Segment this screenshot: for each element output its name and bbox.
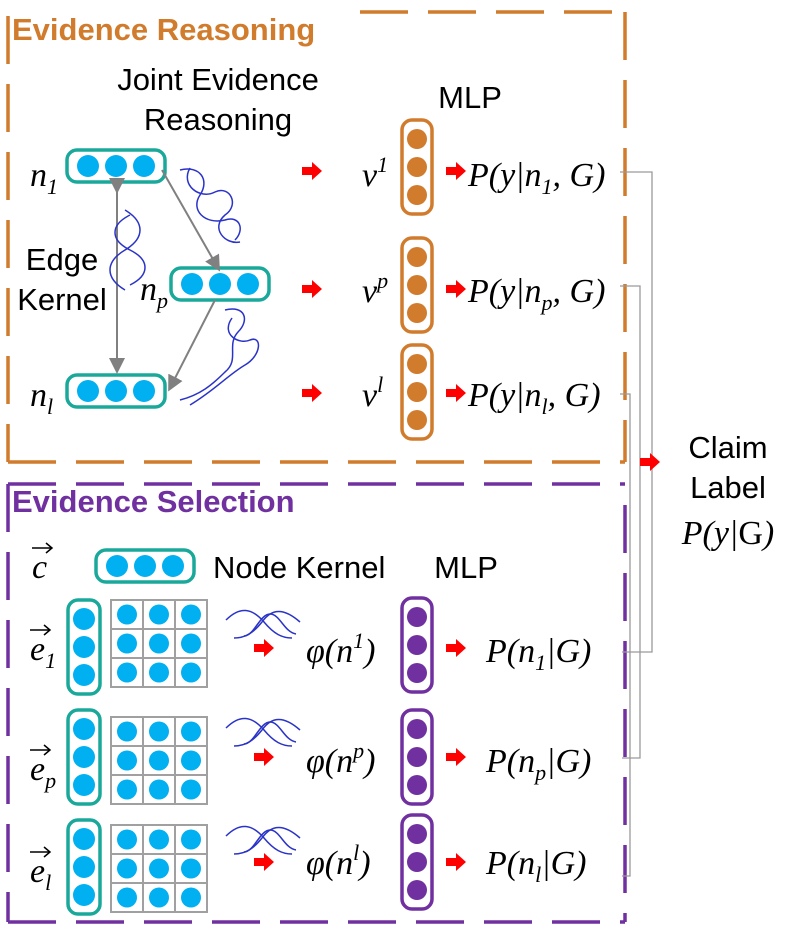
node-kernel-wave-p <box>225 717 301 747</box>
vl-label: vl <box>362 372 383 414</box>
claim-node <box>94 548 196 584</box>
arrow-to-v1 <box>302 162 322 180</box>
claim-label-line2: Label <box>690 470 766 505</box>
edge-kernel-wave-lower <box>179 308 260 406</box>
node-kernel-wave-1 <box>225 609 301 639</box>
np-label: np <box>140 271 168 313</box>
edge-np-nl <box>168 299 216 392</box>
el-label: el <box>30 853 51 895</box>
vp-label: vp <box>362 268 388 310</box>
p-y-nl-g: P(y|nl, G) <box>467 377 601 419</box>
evidence-node-ep <box>66 708 102 806</box>
p-y-g-final: P(y|G) <box>681 515 774 552</box>
edge-label: Edge <box>26 242 98 277</box>
arrow-to-pyl <box>446 384 466 402</box>
reasoning-label: Reasoning <box>144 102 292 137</box>
mlp-column-vl <box>400 343 434 441</box>
p-y-n1-g: P(y|n1, G) <box>467 157 605 199</box>
arrow-to-pnp <box>446 748 466 766</box>
mlp-column-el <box>400 813 434 911</box>
kernel-matrix-p <box>110 716 208 805</box>
node-n1 <box>65 148 167 184</box>
c-vec-label: c <box>32 549 47 586</box>
p-n1-g: P(n1|G) <box>485 633 591 675</box>
edge-kernel-wave-vertical <box>109 209 146 291</box>
nl-label: nl <box>30 377 53 419</box>
e1-vec-arrow-icon <box>30 624 52 636</box>
ep-label: ep <box>30 751 56 793</box>
node-kernel-label: Node Kernel <box>213 550 385 585</box>
kernel-label: Kernel <box>17 282 107 317</box>
node-np <box>169 266 271 302</box>
kernel-matrix-l <box>110 824 208 913</box>
mlp-bottom-label: MLP <box>434 550 498 585</box>
phi-n1: φ(n1) <box>306 628 375 670</box>
c-vec-arrow-icon <box>32 542 54 554</box>
arrow-to-pnl <box>446 853 466 871</box>
p-y-np-g: P(y|np, G) <box>467 273 605 315</box>
joint-evidence-label: Joint Evidence <box>117 62 319 97</box>
ep-vec-arrow-icon <box>30 744 52 756</box>
el-vec-arrow-icon <box>30 846 52 858</box>
phi-nl: φ(nl) <box>306 840 371 882</box>
kernel-matrix-1 <box>110 599 208 688</box>
mlp-column-vp <box>400 236 434 334</box>
phi-np: φ(np) <box>306 738 375 780</box>
evidence-reasoning-title: Evidence Reasoning <box>12 12 315 47</box>
node-nl <box>65 373 167 409</box>
evidence-selection-box <box>6 482 627 924</box>
mlp-column-ep <box>400 708 434 806</box>
arrow-to-vl <box>302 384 322 402</box>
mlp-column-v1 <box>400 118 434 216</box>
evidence-node-e1 <box>66 598 102 696</box>
p-np-g: P(np|G) <box>485 743 591 785</box>
connector-lines <box>620 171 653 877</box>
edge-n1-np <box>161 169 220 272</box>
arrow-to-pn1 <box>446 639 466 657</box>
claim-label-line1: Claim <box>688 430 767 465</box>
evidence-reasoning-box <box>6 10 627 464</box>
mlp-top-label: MLP <box>438 80 502 115</box>
evidence-selection-title: Evidence Selection <box>12 484 295 519</box>
arrow-to-phi1 <box>254 639 274 657</box>
edge-kernel-wave-upper <box>179 167 241 243</box>
e1-label: e1 <box>30 631 56 673</box>
v1-label: v1 <box>362 152 388 194</box>
arrow-to-phil <box>254 853 274 871</box>
arrow-to-py1 <box>446 162 466 180</box>
node-kernel-wave-l <box>225 825 301 855</box>
arrow-to-claim-label <box>640 453 660 471</box>
mlp-column-e1 <box>400 596 434 694</box>
arrow-to-phip <box>254 748 274 766</box>
evidence-node-el <box>66 818 102 916</box>
p-nl-g: P(nl|G) <box>485 845 586 887</box>
arrow-to-vp <box>302 280 322 298</box>
arrow-to-pyp <box>446 280 466 298</box>
n1-label: n1 <box>30 157 58 199</box>
